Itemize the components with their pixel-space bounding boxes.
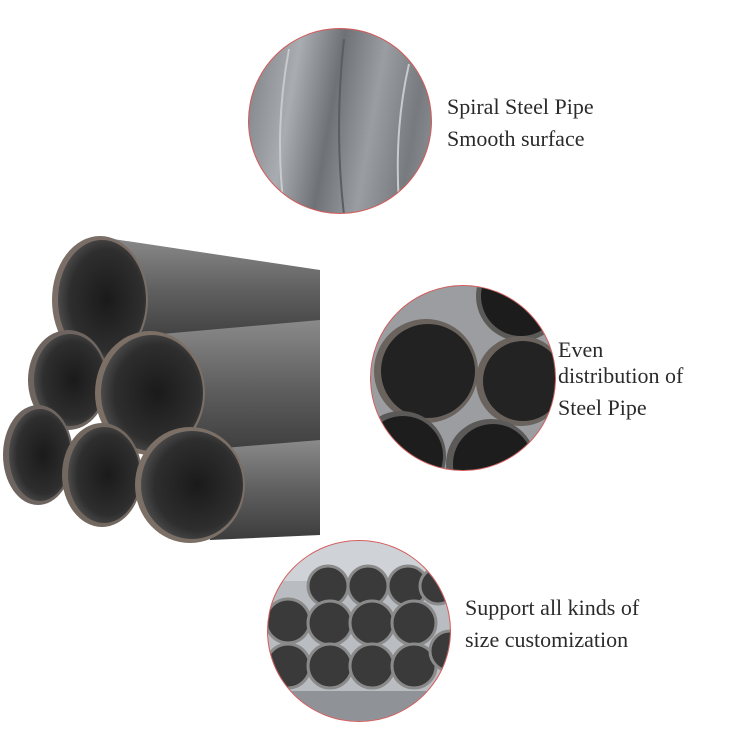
stacked-pipes-closeup-image (370, 285, 556, 471)
caption-line: Even (558, 337, 604, 362)
feature-caption-surface: Spiral Steel Pipe Smooth surface (447, 91, 594, 155)
main-pipes-image (3, 236, 320, 543)
warehouse-pipe-stack-image (267, 540, 451, 722)
caption-line: Support all kinds of (465, 595, 640, 620)
spiral-pipe-surface-image (248, 28, 432, 214)
feature-caption-customization: Support all kinds of size customization (465, 592, 639, 656)
caption-line: size customization (465, 627, 629, 652)
caption-line: Steel Pipe (558, 395, 647, 420)
feature-caption-distribution: Even distribution of Steel Pipe (558, 334, 683, 424)
pipe-stack (268, 541, 450, 721)
weld-seam-lines (279, 38, 410, 213)
caption-line: distribution of (558, 363, 684, 388)
caption-line: Spiral Steel Pipe (447, 94, 594, 119)
pipe-ends (371, 286, 555, 470)
caption-line: Smooth surface (447, 126, 585, 151)
